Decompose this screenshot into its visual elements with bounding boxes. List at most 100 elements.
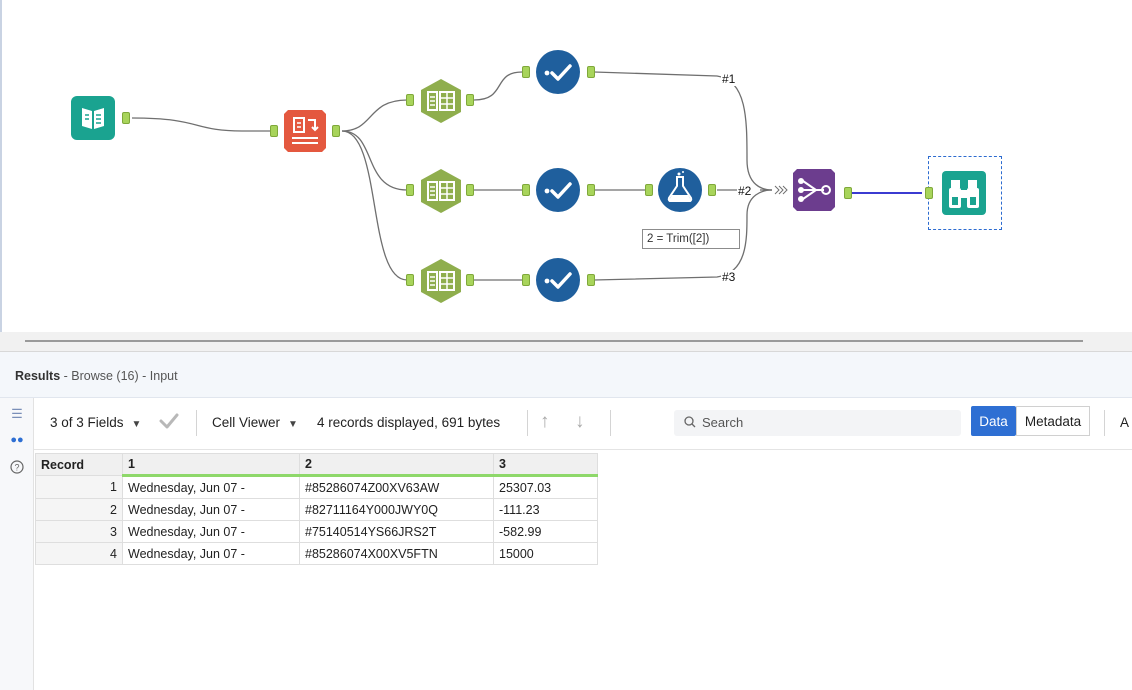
formula-icon bbox=[658, 168, 702, 212]
browse-icon bbox=[942, 171, 986, 215]
results-toolbar: 3 of 3 Fields▼ Cell Viewer▼ 4 records di… bbox=[34, 398, 1132, 450]
results-side-rail: ☰ ●● ? bbox=[0, 398, 34, 690]
table-row[interactable]: 1 Wednesday, Jun 07 - #85286074Z00XV63AW… bbox=[35, 475, 598, 499]
data-button[interactable]: Data bbox=[971, 406, 1016, 436]
text-to-columns-icon bbox=[284, 110, 326, 152]
table-row[interactable]: 2 Wednesday, Jun 07 - #82711164Y000JWY0Q… bbox=[35, 498, 598, 521]
arrow-down-icon[interactable]: ↓ bbox=[575, 411, 585, 432]
table-cell[interactable]: #75140514YS66JRS2T bbox=[299, 520, 494, 543]
select-icon bbox=[421, 79, 461, 123]
apply-check-icon[interactable] bbox=[159, 413, 179, 432]
search-placeholder: Search bbox=[702, 415, 744, 430]
input-anchor[interactable] bbox=[522, 274, 530, 286]
workflow-canvas[interactable]: #1 #2 #3 bbox=[0, 0, 1132, 332]
input-anchor[interactable] bbox=[406, 94, 414, 106]
connection-line[interactable] bbox=[341, 130, 408, 191]
grid-header-row: Record 1 2 3 bbox=[35, 453, 598, 477]
select-tool-2[interactable] bbox=[418, 168, 464, 214]
help-icon[interactable]: ? bbox=[9, 460, 25, 476]
table-cell[interactable]: 15000 bbox=[493, 542, 598, 565]
filter-icon bbox=[536, 50, 580, 94]
record-number: 1 bbox=[35, 475, 123, 499]
toolbar-divider bbox=[1104, 410, 1105, 436]
table-cell[interactable]: -111.23 bbox=[493, 498, 598, 521]
select-icon bbox=[421, 259, 461, 303]
union-tool[interactable] bbox=[791, 167, 837, 213]
table-cell[interactable]: Wednesday, Jun 07 - bbox=[122, 498, 300, 521]
filter-tool-1[interactable] bbox=[535, 49, 581, 95]
truncated-toolbar-item[interactable]: A bbox=[1120, 415, 1130, 430]
connection-line[interactable] bbox=[473, 71, 523, 101]
column-header-3[interactable]: 3 bbox=[493, 453, 598, 477]
list-icon[interactable]: ☰ bbox=[11, 406, 23, 421]
connection-line[interactable] bbox=[131, 117, 270, 132]
connection-line[interactable] bbox=[341, 130, 408, 281]
output-anchor[interactable] bbox=[122, 112, 130, 124]
input-data-tool[interactable] bbox=[70, 95, 116, 141]
toolbar-divider bbox=[196, 410, 197, 436]
output-anchor[interactable] bbox=[466, 94, 474, 106]
input-data-icon bbox=[71, 96, 115, 140]
formula-tool[interactable] bbox=[657, 167, 703, 213]
output-anchor[interactable] bbox=[587, 66, 595, 78]
output-anchor[interactable] bbox=[466, 274, 474, 286]
fields-dropdown[interactable]: 3 of 3 Fields ▼ bbox=[50, 415, 141, 430]
select-tool-1[interactable] bbox=[418, 78, 464, 124]
record-number: 3 bbox=[35, 520, 123, 543]
filter-tool-3[interactable] bbox=[535, 257, 581, 303]
formula-annotation: 2 = Trim([2]) bbox=[642, 229, 740, 249]
table-cell[interactable]: Wednesday, Jun 07 - bbox=[122, 520, 300, 543]
output-anchor[interactable] bbox=[332, 125, 340, 137]
table-cell[interactable]: #82711164Y000JWY0Q bbox=[299, 498, 494, 521]
output-anchor[interactable] bbox=[587, 184, 595, 196]
input-anchor[interactable] bbox=[925, 187, 933, 199]
output-anchor[interactable] bbox=[844, 187, 852, 199]
select-icon bbox=[421, 169, 461, 213]
chevron-down-icon: ▼ bbox=[288, 419, 298, 430]
column-header-record[interactable]: Record bbox=[35, 453, 123, 476]
browse-tool[interactable] bbox=[941, 170, 987, 216]
fields-dropdown-label: 3 of 3 Fields bbox=[50, 415, 124, 430]
output-anchor[interactable] bbox=[708, 184, 716, 196]
results-grid[interactable]: Record 1 2 3 1 Wednesday, Jun 07 - #8528… bbox=[35, 453, 598, 565]
connection-label-3: #3 bbox=[721, 270, 737, 284]
metadata-button[interactable]: Metadata bbox=[1016, 406, 1090, 436]
table-cell[interactable]: Wednesday, Jun 07 - bbox=[122, 475, 300, 499]
search-input[interactable]: Search bbox=[674, 410, 961, 436]
cell-viewer-label: Cell Viewer bbox=[212, 415, 281, 430]
table-cell[interactable]: 25307.03 bbox=[493, 475, 598, 499]
input-anchor[interactable] bbox=[406, 184, 414, 196]
toolbar-divider bbox=[527, 410, 528, 436]
search-icon bbox=[684, 416, 696, 428]
chevron-down-icon: ▼ bbox=[131, 419, 142, 430]
output-anchor[interactable] bbox=[587, 274, 595, 286]
connection-line[interactable] bbox=[341, 99, 408, 132]
panel-splitter[interactable] bbox=[0, 332, 1132, 352]
column-header-2[interactable]: 2 bbox=[299, 453, 494, 477]
input-anchor[interactable] bbox=[406, 274, 414, 286]
connection-label-1: #1 bbox=[721, 72, 737, 86]
select-tool-3[interactable] bbox=[418, 258, 464, 304]
table-cell[interactable]: Wednesday, Jun 07 - bbox=[122, 542, 300, 565]
input-anchor[interactable] bbox=[645, 184, 653, 196]
table-cell[interactable]: #85286074X00XV5FTN bbox=[299, 542, 494, 565]
filter-tool-2[interactable] bbox=[535, 167, 581, 213]
arrow-up-icon[interactable]: ↑ bbox=[540, 411, 550, 432]
text-to-columns-tool[interactable] bbox=[282, 108, 328, 154]
cell-viewer-dropdown[interactable]: Cell Viewer ▼ bbox=[212, 415, 298, 430]
output-anchor[interactable] bbox=[466, 184, 474, 196]
results-header: Results - Browse (16) - Input bbox=[0, 352, 1132, 398]
column-header-1[interactable]: 1 bbox=[122, 453, 300, 477]
binoculars-icon[interactable]: ●● bbox=[10, 434, 24, 446]
svg-text:?: ? bbox=[14, 463, 19, 473]
table-cell[interactable]: #85286074Z00XV63AW bbox=[299, 475, 494, 499]
table-row[interactable]: 4 Wednesday, Jun 07 - #85286074X00XV5FTN… bbox=[35, 542, 598, 565]
input-anchor[interactable] bbox=[270, 125, 278, 137]
input-anchor[interactable] bbox=[522, 66, 530, 78]
table-row[interactable]: 3 Wednesday, Jun 07 - #75140514YS66JRS2T… bbox=[35, 520, 598, 543]
filter-icon bbox=[536, 258, 580, 302]
filter-icon bbox=[536, 168, 580, 212]
input-anchor[interactable] bbox=[522, 184, 530, 196]
checkmark-icon bbox=[159, 413, 179, 429]
table-cell[interactable]: -582.99 bbox=[493, 520, 598, 543]
